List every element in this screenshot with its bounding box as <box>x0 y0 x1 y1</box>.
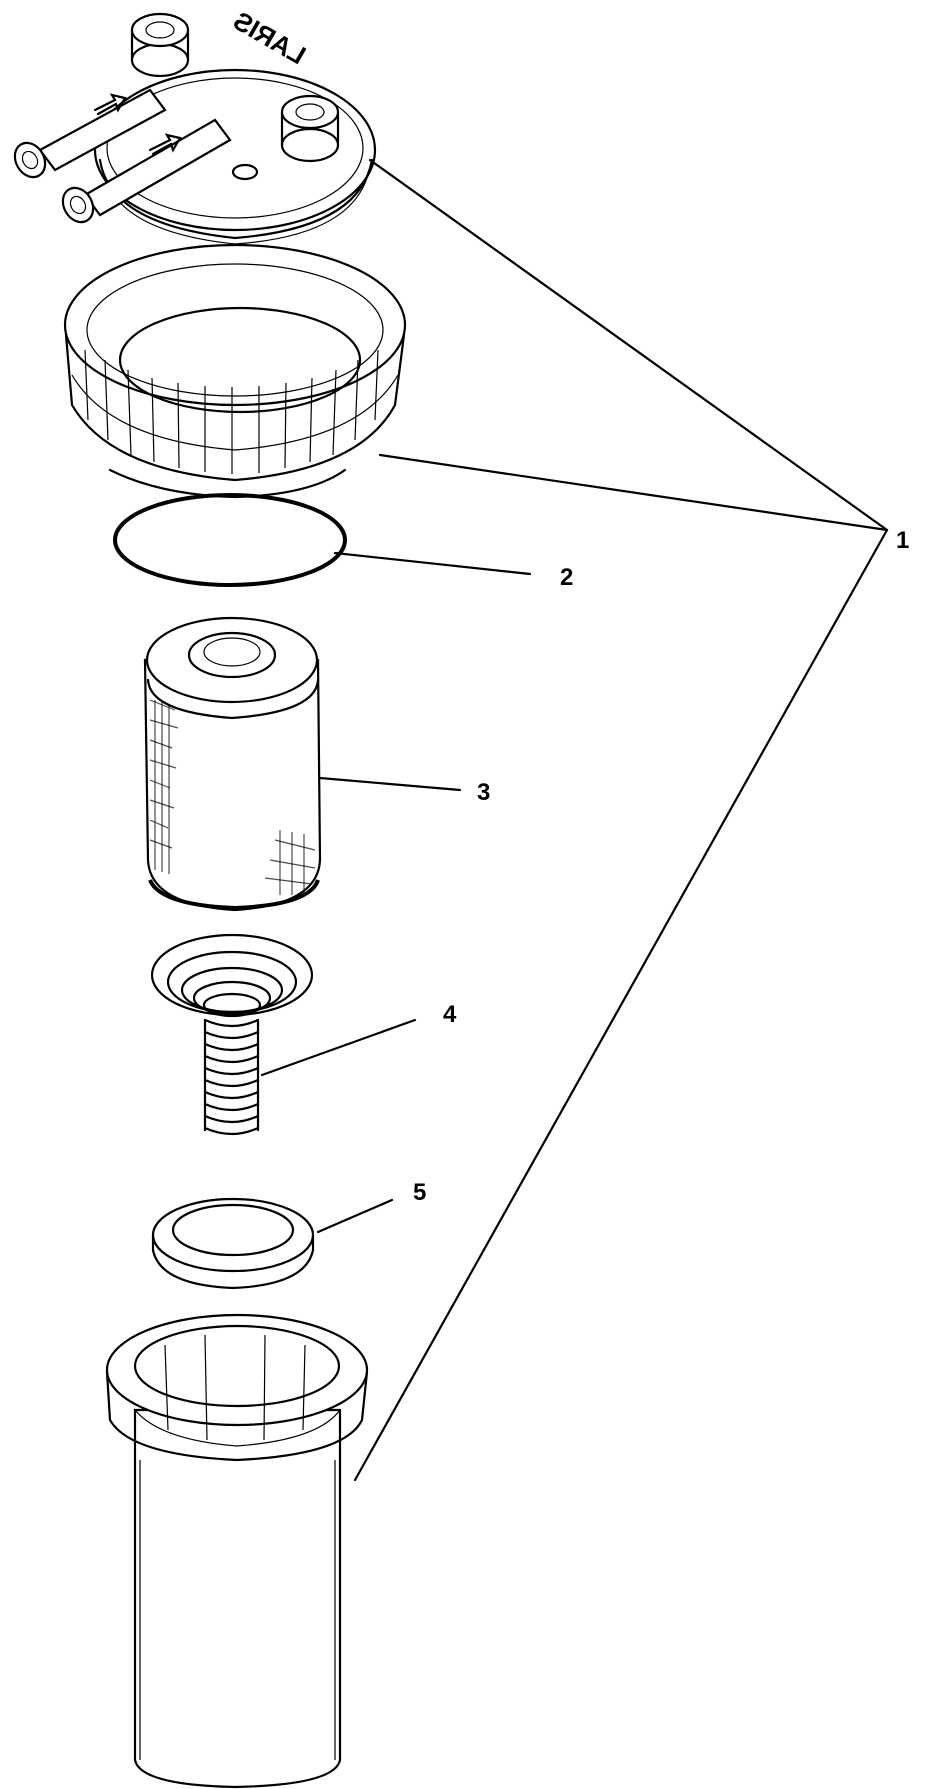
leader-2 <box>333 551 532 576</box>
filter-bowl <box>105 1313 369 1789</box>
leader-5 <box>316 1198 394 1234</box>
filter-head-cap: LARIS <box>13 5 377 245</box>
leader-1-cap <box>368 158 889 532</box>
knurled-retaining-ring <box>63 243 407 499</box>
callout-5: 5 <box>413 1179 426 1206</box>
cap-logo-text: LARIS <box>228 5 311 70</box>
callout-4: 4 <box>443 1001 457 1028</box>
callout-1: 1 <box>896 527 909 554</box>
callout-2: 2 <box>560 564 573 591</box>
inlet-port <box>13 88 167 179</box>
callout-3: 3 <box>477 779 490 806</box>
cap-boss-left <box>130 12 190 78</box>
spring-coils <box>203 1018 260 1136</box>
filter-mesh <box>149 699 316 895</box>
outlet-port <box>61 118 232 224</box>
gasket-washer <box>151 1197 315 1290</box>
ring-knurl-ridges <box>84 349 379 474</box>
leader-1-ring <box>378 453 889 532</box>
spring <box>150 933 314 1136</box>
filter-element <box>143 616 322 912</box>
bowl-inner-ribs <box>164 1334 306 1441</box>
callout-labels: 1 2 3 4 5 <box>413 527 909 1206</box>
leader-1-bowl <box>353 528 889 1482</box>
leader-4 <box>260 1018 417 1077</box>
cap-boss-right <box>280 94 340 163</box>
leader-3 <box>318 776 462 792</box>
o-ring <box>113 493 347 587</box>
leader-lines <box>260 158 889 1482</box>
